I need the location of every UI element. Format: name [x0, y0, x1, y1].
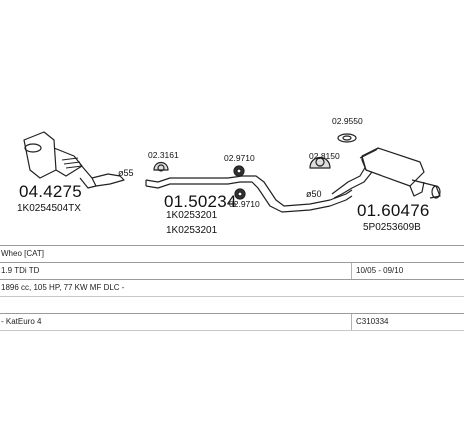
info-row-model: Wheo [CAT] — [0, 245, 464, 263]
model-text: Wheo [CAT] — [1, 249, 44, 258]
clamp-02-8150-drawing — [309, 156, 331, 169]
diameter-55: ø55 — [118, 168, 134, 178]
exhaust-drawing — [23, 131, 441, 213]
engine-text: 1.9 TDi TD — [1, 266, 40, 275]
code-text: C310334 — [356, 317, 389, 326]
diameter-50: ø50 — [306, 189, 322, 199]
info-row-engine-details: 1896 cc, 105 HP, 77 KW MF DLC - — [0, 279, 464, 297]
clamp-02-3161-drawing — [153, 161, 169, 172]
fitting-02-8150[interactable]: 02.8150 — [309, 151, 340, 161]
emission-text: - KatEuro 4 — [1, 317, 42, 326]
oem-number-middle-1: 1K0253201 — [166, 210, 218, 221]
fitting-02-9710[interactable]: 02.9710 — [224, 153, 255, 163]
info-row-blank — [0, 296, 464, 314]
engine-details-text: 1896 cc, 105 HP, 77 KW MF DLC - — [1, 283, 125, 292]
part-number-middle[interactable]: 01.50234 — [164, 192, 237, 211]
column-divider — [351, 313, 352, 330]
part-number-front[interactable]: 04.4275 — [19, 182, 82, 201]
info-row-engine: 1.9 TDi TD 10/05 - 09/10 — [0, 262, 464, 280]
exhaust-diagram: 04.4275 1K0254504TX 01.50234 1K0253201 1… — [17, 116, 441, 236]
oem-number-front: 1K0254504TX — [17, 203, 81, 214]
part-number-rear[interactable]: 01.60476 — [357, 201, 430, 220]
gasket-02-9550-drawing — [337, 133, 357, 143]
oem-number-rear: 5P0253609B — [363, 222, 421, 233]
info-row-emission: - KatEuro 4 C310334 — [0, 313, 464, 331]
oem-number-middle-2: 1K0253201 — [166, 225, 218, 236]
column-divider — [351, 262, 352, 279]
fitting-02-3161[interactable]: 02.3161 — [148, 150, 179, 160]
catalytic-converter-drawing — [23, 131, 125, 189]
years-text: 10/05 - 09/10 — [356, 266, 404, 275]
rear-silencer-drawing — [331, 147, 441, 199]
hanger-02-9710-drawing — [233, 165, 245, 177]
fitting-02-9550[interactable]: 02.9550 — [332, 116, 363, 126]
hanger-02-9710-lower-drawing — [234, 188, 246, 200]
middle-pipe-drawing — [145, 175, 353, 213]
fitting-02-9710-lower[interactable]: 02.9710 — [229, 199, 260, 209]
info-row-end — [0, 330, 464, 348]
